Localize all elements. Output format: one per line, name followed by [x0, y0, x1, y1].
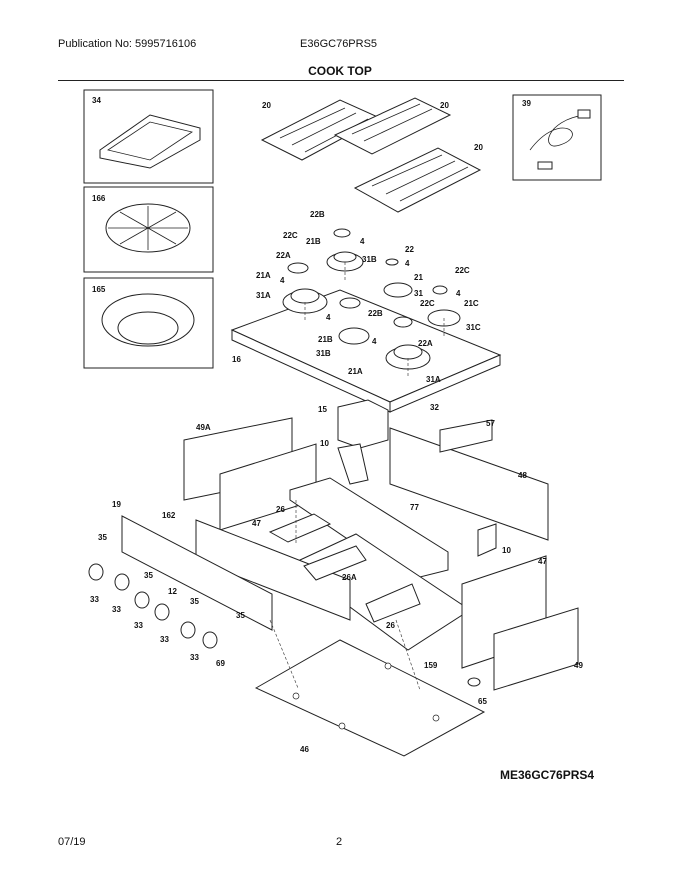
callout-10-a: 10	[320, 439, 329, 448]
callout-47-a: 47	[252, 519, 261, 528]
publication-number: Publication No: 5995716106	[58, 38, 197, 50]
callout-65: 65	[478, 697, 487, 706]
callout-32: 32	[430, 403, 439, 412]
callout-4-a: 4	[360, 237, 365, 246]
callout-48: 48	[518, 471, 527, 480]
diagram-code: ME36GC76PRS4	[500, 768, 595, 782]
callout-26-a: 26	[276, 505, 285, 514]
callout-31A-left: 31A	[256, 291, 271, 300]
callout-22A-mid: 22A	[418, 339, 433, 348]
inset-box-power-cord	[512, 94, 602, 181]
callout-22C-left: 22C	[283, 231, 298, 240]
callout-26A: 26A	[342, 573, 357, 582]
callout-22B-top: 22B	[310, 210, 325, 219]
callout-33-a: 33	[90, 595, 99, 604]
callout-4-b: 4	[405, 259, 410, 268]
callout-46: 46	[300, 745, 309, 754]
bottom-holes	[292, 662, 440, 730]
callout-21B-top: 21B	[306, 237, 321, 246]
callout-31A-bottom: 31A	[426, 375, 441, 384]
callout-162: 162	[162, 511, 176, 520]
callout-4-e: 4	[326, 313, 331, 322]
callout-33-e: 33	[190, 653, 199, 662]
callout-10-b: 10	[502, 546, 511, 555]
callout-22-right: 22	[405, 245, 414, 254]
callout-4-c: 4	[280, 276, 285, 285]
callout-49A: 49A	[196, 423, 211, 432]
section-title: COOK TOP	[308, 64, 372, 78]
control-knobs	[88, 563, 218, 649]
callout-57: 57	[486, 419, 495, 428]
callout-47-b: 47	[538, 557, 547, 566]
callout-166: 166	[92, 194, 106, 203]
callout-4-d: 4	[456, 289, 461, 298]
callout-4-f: 4	[372, 337, 377, 346]
callout-31B-top: 31B	[362, 255, 377, 264]
grate-middle	[333, 97, 452, 155]
callout-49: 49	[574, 661, 583, 670]
callout-26-b: 26	[386, 621, 395, 630]
callout-159: 159	[424, 661, 438, 670]
callout-35-b: 35	[144, 571, 153, 580]
callout-labels: 34 166 165 39 20 20 20 22B 22C 21B 4 22 …	[90, 96, 583, 754]
callout-21B-bottom: 21B	[318, 335, 333, 344]
callout-69: 69	[216, 659, 225, 668]
callout-20-a: 20	[262, 101, 271, 110]
burners	[282, 228, 461, 370]
callout-21A-left: 21A	[256, 271, 271, 280]
callout-22C-right: 22C	[455, 266, 470, 275]
footer-page-number: 2	[336, 836, 343, 848]
callout-22A-left: 22A	[276, 251, 291, 260]
callout-20-b: 20	[440, 101, 449, 110]
model-number: E36GC76PRS5	[300, 38, 378, 50]
callout-33-d: 33	[160, 635, 169, 644]
callout-12: 12	[168, 587, 177, 596]
inset-box-wok-ring	[83, 186, 214, 273]
header-rule	[58, 80, 624, 81]
callout-31C-right: 31C	[466, 323, 481, 332]
callout-77: 77	[410, 503, 419, 512]
callout-21C-right: 21C	[464, 299, 479, 308]
callout-165: 165	[92, 285, 106, 294]
callout-16: 16	[232, 355, 241, 364]
callout-39: 39	[522, 99, 531, 108]
callout-35-d: 35	[236, 611, 245, 620]
cooktop-surface	[230, 289, 502, 413]
callout-19: 19	[112, 500, 121, 509]
callout-22C-mid: 22C	[420, 299, 435, 308]
inset-box-wok-grate	[83, 277, 214, 369]
callout-33-b: 33	[112, 605, 121, 614]
callout-35-a: 35	[98, 533, 107, 542]
callout-21A-bottom: 21A	[348, 367, 363, 376]
inset-box-griddle	[83, 89, 214, 184]
callout-34: 34	[92, 96, 101, 105]
callout-22B-mid: 22B	[368, 309, 383, 318]
callout-21-right: 21	[414, 273, 423, 282]
callout-31B-bottom: 31B	[316, 349, 331, 358]
footer-date: 07/19	[58, 836, 86, 848]
callout-15: 15	[318, 405, 327, 414]
chassis-parts	[121, 399, 579, 757]
callout-31-right: 31	[414, 289, 423, 298]
callout-33-c: 33	[134, 621, 143, 630]
callout-20-c: 20	[474, 143, 483, 152]
callout-35-c: 35	[190, 597, 199, 606]
grate-right	[353, 147, 482, 213]
leader-lines	[269, 262, 445, 691]
